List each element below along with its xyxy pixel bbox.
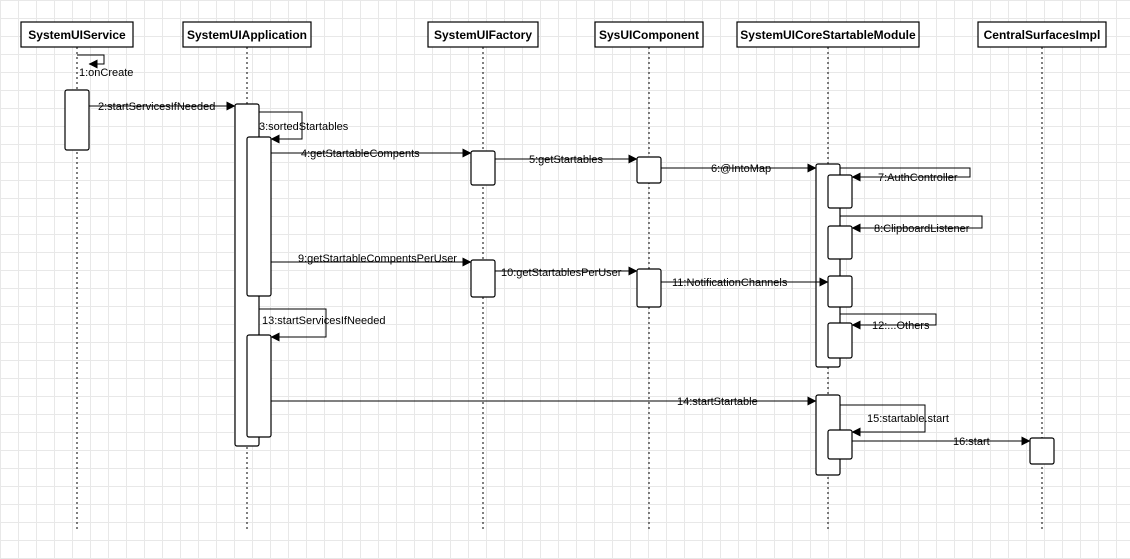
message-5[interactable]: 5:getStartables <box>495 154 638 166</box>
participant-centralsurfacesimpl[interactable]: CentralSurfacesImpl <box>977 21 1107 48</box>
message-label: 15:startable.start <box>867 413 949 425</box>
participant-sysuicomponent[interactable]: SysUIComponent <box>594 21 704 48</box>
message-label: 6:@IntoMap <box>711 163 771 175</box>
message-label: 11:NotificationChannels <box>672 277 788 289</box>
activation-bar <box>815 163 841 368</box>
participant-systemuiservice[interactable]: SystemUIService <box>20 21 134 48</box>
message-9[interactable]: 9:getStartableCompentsPerUser <box>271 253 472 267</box>
activation-bar <box>636 156 662 184</box>
activation-bar <box>827 275 853 308</box>
message-label: 5:getStartables <box>529 154 603 166</box>
message-label: 8:ClipboardListener <box>874 223 970 235</box>
message-label: 3:sortedStartables <box>259 121 349 133</box>
activation-bar <box>636 268 662 308</box>
message-label: 16:start <box>953 436 990 448</box>
message-12[interactable]: 12:...Others <box>840 313 937 332</box>
message-label: 14:startStartable <box>677 396 758 408</box>
activation-bar <box>827 322 853 359</box>
message-7[interactable]: 7:AuthController <box>840 167 971 184</box>
activation-bar <box>827 225 853 260</box>
activation-bar <box>64 89 90 151</box>
message-6[interactable]: 6:@IntoMap <box>661 163 817 175</box>
message-label: 10:getStartablesPerUser <box>501 267 622 279</box>
message-1[interactable]: 1:onCreate <box>77 54 133 79</box>
participant-label: SystemUIFactory <box>434 28 532 42</box>
activation-bar <box>827 429 853 460</box>
message-label: 9:getStartableCompentsPerUser <box>298 253 457 265</box>
message-4[interactable]: 4:getStartableCompents <box>271 148 472 160</box>
activation-bar <box>246 334 272 438</box>
participant-label: CentralSurfacesImpl <box>984 28 1101 42</box>
message-label: 1:onCreate <box>79 67 133 79</box>
activation-bar <box>470 150 496 186</box>
activation-bar <box>1029 437 1055 465</box>
activations <box>64 89 1055 476</box>
participant-label: SystemUIApplication <box>187 28 307 42</box>
participant-label: SysUIComponent <box>599 28 699 42</box>
message-2[interactable]: 2:startServicesIfNeeded <box>89 101 236 113</box>
activation-bar <box>246 136 272 297</box>
message-10[interactable]: 10:getStartablesPerUser <box>495 266 638 279</box>
participant-systemuicorestartablemodule[interactable]: SystemUICoreStartableModule <box>736 21 920 48</box>
participant-systemuifactory[interactable]: SystemUIFactory <box>427 21 539 48</box>
participant-label: SystemUICoreStartableModule <box>740 28 916 42</box>
message-8[interactable]: 8:ClipboardListener <box>840 215 983 235</box>
participant-label: SystemUIService <box>28 28 126 42</box>
participant-systemuiapplication[interactable]: SystemUIApplication <box>182 21 312 48</box>
message-label: 4:getStartableCompents <box>301 148 420 160</box>
message-16[interactable]: 16:start <box>852 436 1031 448</box>
activation-bar <box>827 174 853 209</box>
message-11[interactable]: 11:NotificationChannels <box>661 277 829 289</box>
message-label: 13:startServicesIfNeeded <box>262 315 386 327</box>
message-label: 2:startServicesIfNeeded <box>98 101 215 113</box>
activation-bar <box>470 259 496 298</box>
message-label: 12:...Others <box>872 320 930 332</box>
message-15[interactable]: 15:startable.start <box>840 404 949 437</box>
message-14[interactable]: 14:startStartable <box>271 396 817 408</box>
message-3[interactable]: 3:sortedStartables <box>259 111 349 144</box>
lifelines <box>76 47 1043 530</box>
message-label: 7:AuthController <box>878 172 958 184</box>
message-13[interactable]: 13:startServicesIfNeeded <box>259 308 386 342</box>
